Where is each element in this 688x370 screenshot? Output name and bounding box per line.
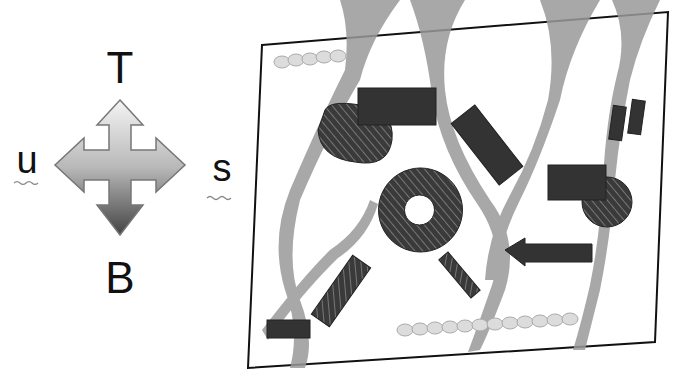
compass-letter: B <box>105 256 134 300</box>
compass-letter: T <box>107 46 134 90</box>
compass-letter: s <box>213 149 232 187</box>
compass-letter: u <box>16 141 37 179</box>
